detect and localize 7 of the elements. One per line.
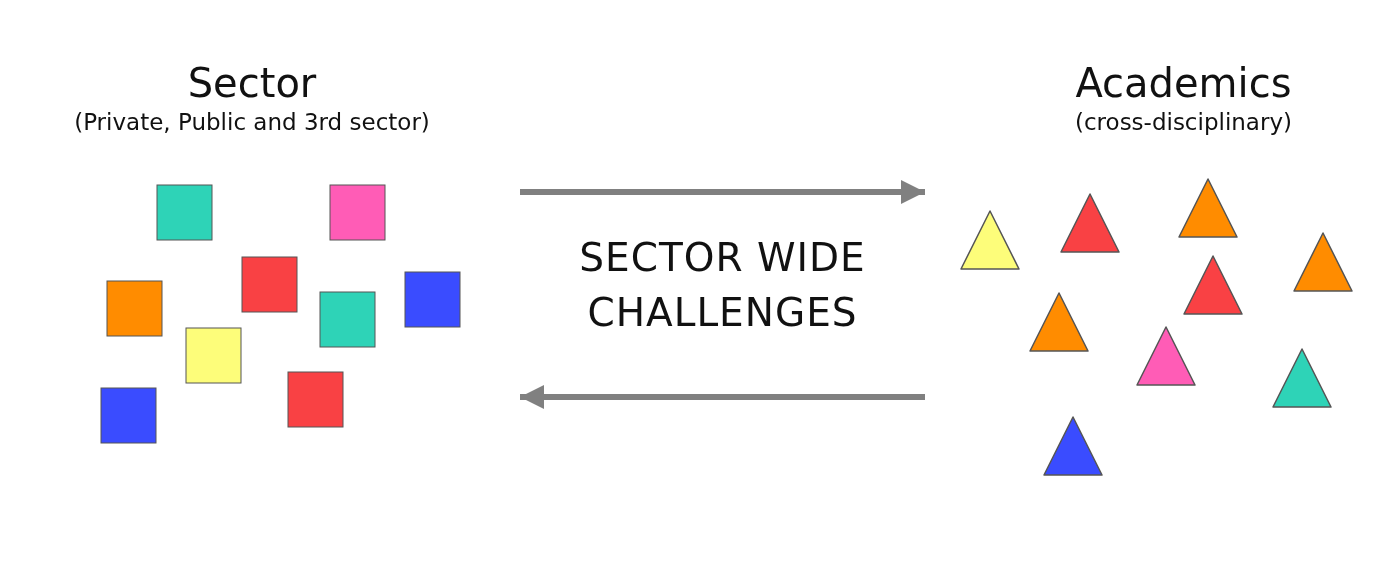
group-subheading: (Private, Public and 3rd sector) bbox=[74, 108, 430, 137]
arrow bbox=[520, 385, 925, 409]
group-heading: Sector bbox=[187, 59, 317, 107]
arrow bbox=[520, 180, 925, 204]
group-subheading: (cross-disciplinary) bbox=[1075, 108, 1292, 137]
center-label: SECTOR WIDE CHALLENGES bbox=[578, 234, 867, 337]
group-heading: Academics bbox=[1075, 59, 1292, 107]
